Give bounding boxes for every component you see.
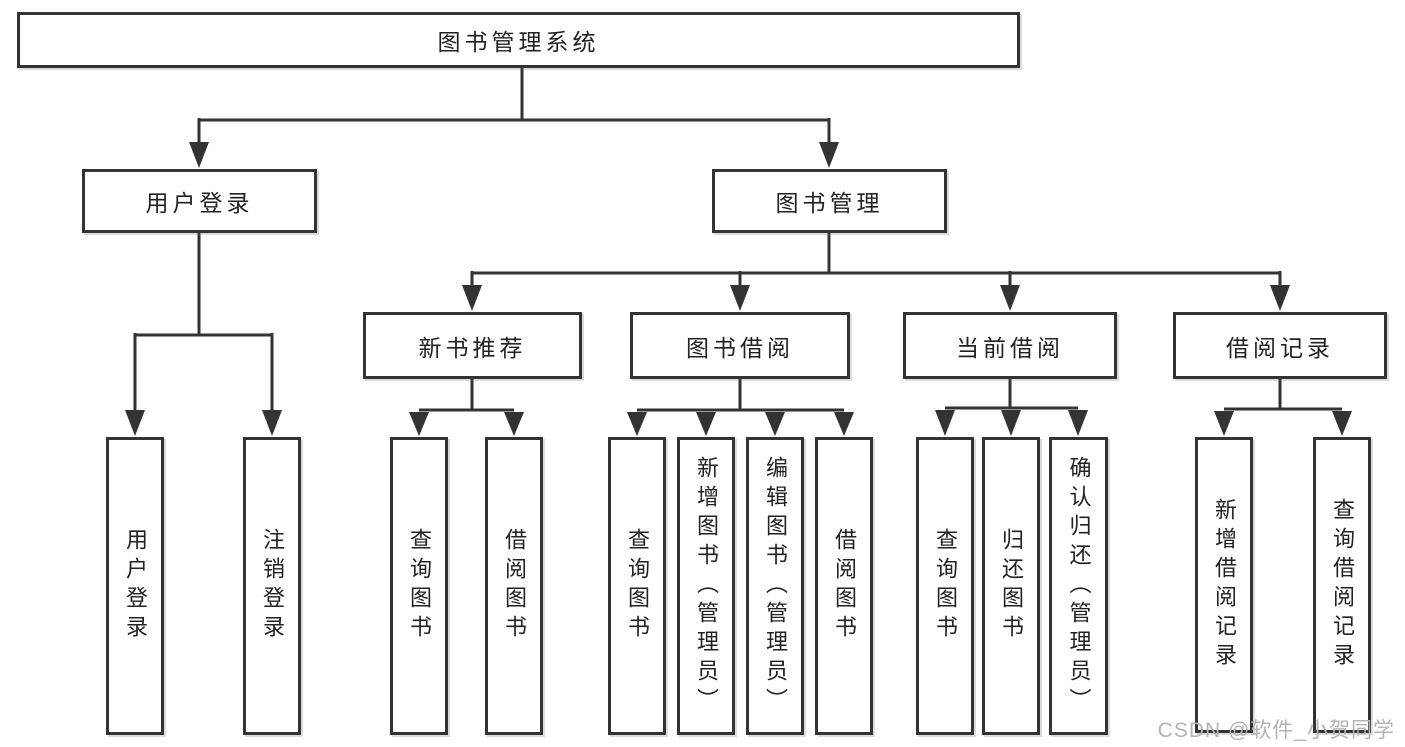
leaf-newrec-query-book: 查询图书 <box>390 437 448 735</box>
node-borrow-record: 借阅记录 <box>1173 312 1387 379</box>
leaf-query-borrow-record: 查询借阅记录 <box>1313 437 1371 733</box>
leaf-add-borrow-record: 新增借阅记录 <box>1195 437 1253 733</box>
connector-current-borrow-children <box>935 379 1088 436</box>
leaf-add-borrow-record-label: 新增借阅记录 <box>1212 498 1237 672</box>
connector-book-borrow-children <box>627 379 854 436</box>
leaf-add-book-admin: 新增图书（管理员） <box>677 437 735 735</box>
leaf-borrow-query-book-label: 查询图书 <box>625 528 650 644</box>
leaf-logout: 注销登录 <box>243 437 301 735</box>
leaf-confirm-return-admin-label: 确认归还（管理员） <box>1066 455 1092 717</box>
leaf-newrec-query-book-label: 查询图书 <box>407 528 432 644</box>
leaf-newrec-borrow-book-label: 借阅图书 <box>502 528 527 644</box>
leaf-newrec-borrow-book: 借阅图书 <box>485 437 543 735</box>
leaf-current-query-book: 查询图书 <box>916 437 974 735</box>
leaf-return-book-label: 归还图书 <box>999 528 1024 644</box>
node-new-book-recommend-label: 新书推荐 <box>418 334 527 361</box>
node-book-management-label: 图书管理 <box>775 190 884 216</box>
leaf-logout-label: 注销登录 <box>260 528 285 644</box>
node-new-book-recommend: 新书推荐 <box>363 312 582 379</box>
connector-book-mgmt-to-level3 <box>462 233 1290 311</box>
leaf-user-login-label: 用户登录 <box>123 528 148 644</box>
connector-borrow-record-children <box>1214 379 1352 436</box>
leaf-borrow-book-label: 借阅图书 <box>832 528 857 644</box>
connector-root-to-level2 <box>189 68 839 168</box>
node-borrow-record-label: 借阅记录 <box>1226 334 1334 361</box>
node-book-borrow-label: 图书借阅 <box>686 334 794 361</box>
leaf-edit-book-admin: 编辑图书（管理员） <box>746 437 804 735</box>
watermark-text: CSDN @软件_小贺同学 <box>1157 719 1395 742</box>
connector-user-login-children <box>125 233 282 436</box>
leaf-return-book: 归还图书 <box>982 437 1040 735</box>
leaf-query-borrow-record-label: 查询借阅记录 <box>1330 498 1355 672</box>
leaf-confirm-return-admin: 确认归还（管理员） <box>1049 437 1108 735</box>
node-user-login-label: 用户登录 <box>145 190 254 216</box>
node-root-label: 图书管理系统 <box>437 29 600 55</box>
leaf-borrow-query-book: 查询图书 <box>608 437 666 735</box>
node-book-borrow: 图书借阅 <box>630 312 850 379</box>
leaf-user-login: 用户登录 <box>106 437 164 735</box>
leaf-borrow-book: 借阅图书 <box>815 437 873 735</box>
node-current-borrow-label: 当前借阅 <box>956 334 1064 361</box>
leaf-edit-book-admin-label: 编辑图书（管理员） <box>763 455 788 717</box>
node-root: 图书管理系统 <box>17 12 1020 68</box>
node-current-borrow: 当前借阅 <box>903 312 1117 379</box>
leaf-add-book-admin-label: 新增图书（管理员） <box>694 455 719 717</box>
node-user-login: 用户登录 <box>82 169 317 233</box>
node-book-management: 图书管理 <box>712 169 947 233</box>
connector-new-book-children <box>409 379 524 436</box>
leaf-current-query-book-label: 查询图书 <box>933 528 958 644</box>
